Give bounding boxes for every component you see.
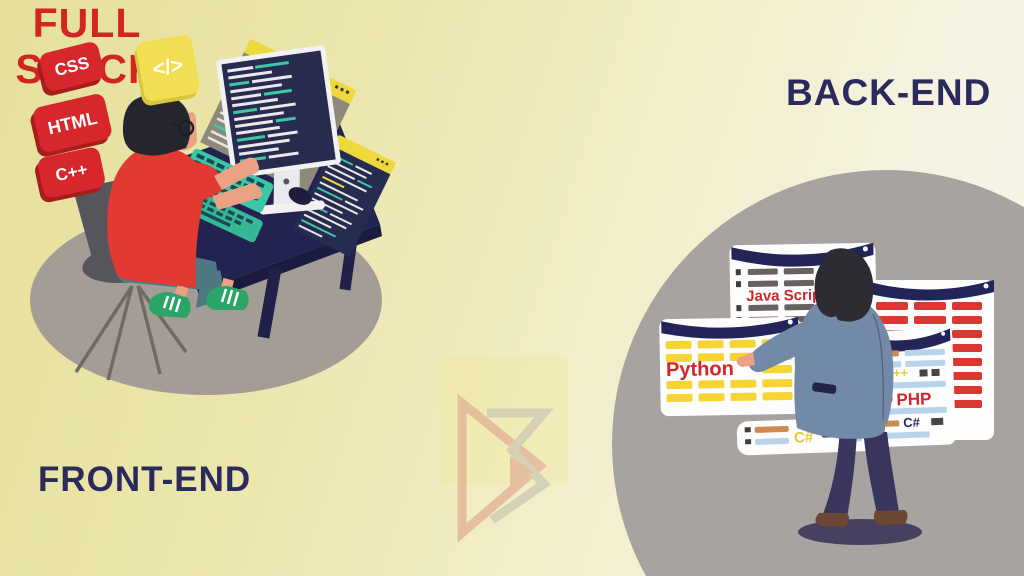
html-badge-label: HTML: [45, 107, 99, 138]
panel-python: Python: [659, 316, 802, 417]
presenter-jacket: [736, 296, 894, 439]
chair-legs: [74, 284, 188, 381]
developer-forearm-2: [212, 183, 260, 210]
shoe-stripes: [162, 288, 240, 313]
presenter-head: [814, 248, 874, 322]
css-badge-label: CSS: [52, 52, 92, 80]
back-end-title: BACK-END: [786, 72, 992, 113]
monitor-logo-icon: [283, 178, 290, 185]
developer-forearm: [214, 157, 259, 190]
window-body: [292, 146, 391, 258]
developer-hair: [122, 93, 191, 156]
cpp-badge-label: C++: [53, 159, 90, 185]
developer-shoe: [149, 292, 191, 318]
presenter-hand: [736, 352, 755, 367]
monitor-base: [259, 200, 325, 215]
mouse: [288, 187, 312, 205]
window-dot-icon: [787, 319, 793, 325]
glasses-icon: [177, 119, 195, 137]
strip-csharp-label: C#: [794, 429, 814, 447]
javascript-label: Java Script: [746, 287, 826, 305]
watermark-triangle-red: [457, 393, 548, 543]
developer-shirt: [107, 145, 204, 288]
developer-hand-2: [250, 187, 262, 199]
csharp-label: C#: [903, 415, 921, 431]
developer-hand: [247, 162, 259, 174]
panel-header: [661, 316, 799, 339]
jacket-pocket: [812, 382, 837, 394]
developer-figure: [107, 83, 262, 318]
presenter-pointing-arm: [748, 320, 815, 373]
panel-header: [870, 280, 994, 301]
code-tag-icon: </>: [150, 53, 185, 82]
presenter-hair: [814, 248, 874, 322]
watermark-triangle-small: [510, 456, 534, 490]
window-titlebar: [333, 135, 396, 174]
frontend-scene: [30, 39, 396, 395]
full-stack-line1: FULL: [32, 0, 142, 46]
front-end-title: FRONT-END: [38, 460, 252, 499]
window-dot-icon: [941, 331, 946, 336]
watermark-square: [440, 356, 568, 484]
window-dot-icon: [983, 283, 989, 289]
watermark-chevron-gray: [487, 408, 554, 524]
presenter-right-arm: [867, 310, 894, 424]
presenter-shoes: [815, 510, 908, 527]
watermark-logo: [440, 356, 568, 543]
python-label: Python: [666, 358, 734, 381]
window-dot-icon: [862, 246, 868, 252]
developer-sleeve: [190, 162, 224, 200]
code-lines: [298, 154, 373, 238]
code-window-right: [292, 135, 396, 258]
monitor: [216, 45, 341, 215]
php-label: PHP: [896, 389, 932, 409]
presenter-figure: [736, 248, 922, 545]
desk-leg-front: [257, 267, 282, 339]
code-tag-badge: </>: [135, 33, 201, 103]
presenter-legs: [823, 427, 899, 517]
